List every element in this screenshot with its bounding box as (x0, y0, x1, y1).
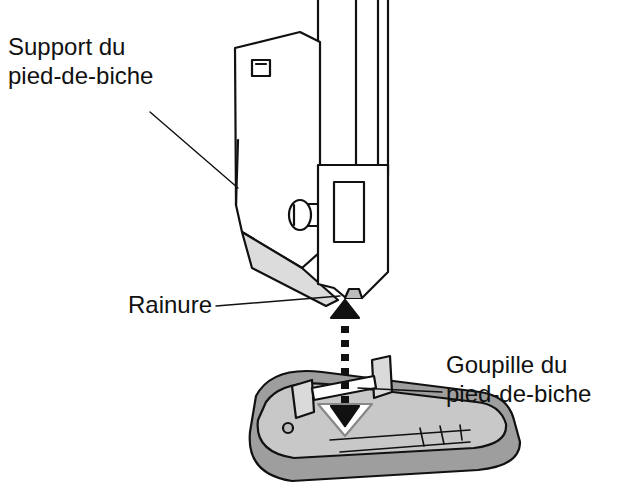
leader-line (150, 112, 238, 188)
shank-front-plate (318, 165, 388, 298)
arrow-head-up (331, 300, 359, 318)
attach-arrow-shaft (341, 312, 349, 405)
plate-window (334, 182, 364, 242)
screw-slot (293, 205, 295, 225)
presser-bar (318, 0, 388, 175)
shank-detail (256, 63, 266, 65)
groove (345, 289, 362, 298)
shank-detail (252, 60, 270, 76)
part-label: Goupille du pied-de-biche (446, 350, 616, 408)
alignment-mark (318, 404, 372, 436)
arrow-head-down (331, 406, 359, 426)
shank-edge (236, 140, 238, 205)
foot-hole (283, 423, 293, 433)
pin-mount (292, 380, 314, 418)
bar-edge (377, 0, 379, 170)
foot-marks (420, 425, 462, 446)
part-label: Rainure (128, 290, 248, 319)
leader-line (358, 388, 442, 392)
bar-edge (355, 0, 357, 170)
part-label: Support du pied-de-biche (8, 32, 176, 90)
leader-line (216, 296, 340, 306)
foot-slot (330, 430, 470, 452)
shank-body (235, 32, 320, 268)
thumb-screw (289, 200, 311, 230)
